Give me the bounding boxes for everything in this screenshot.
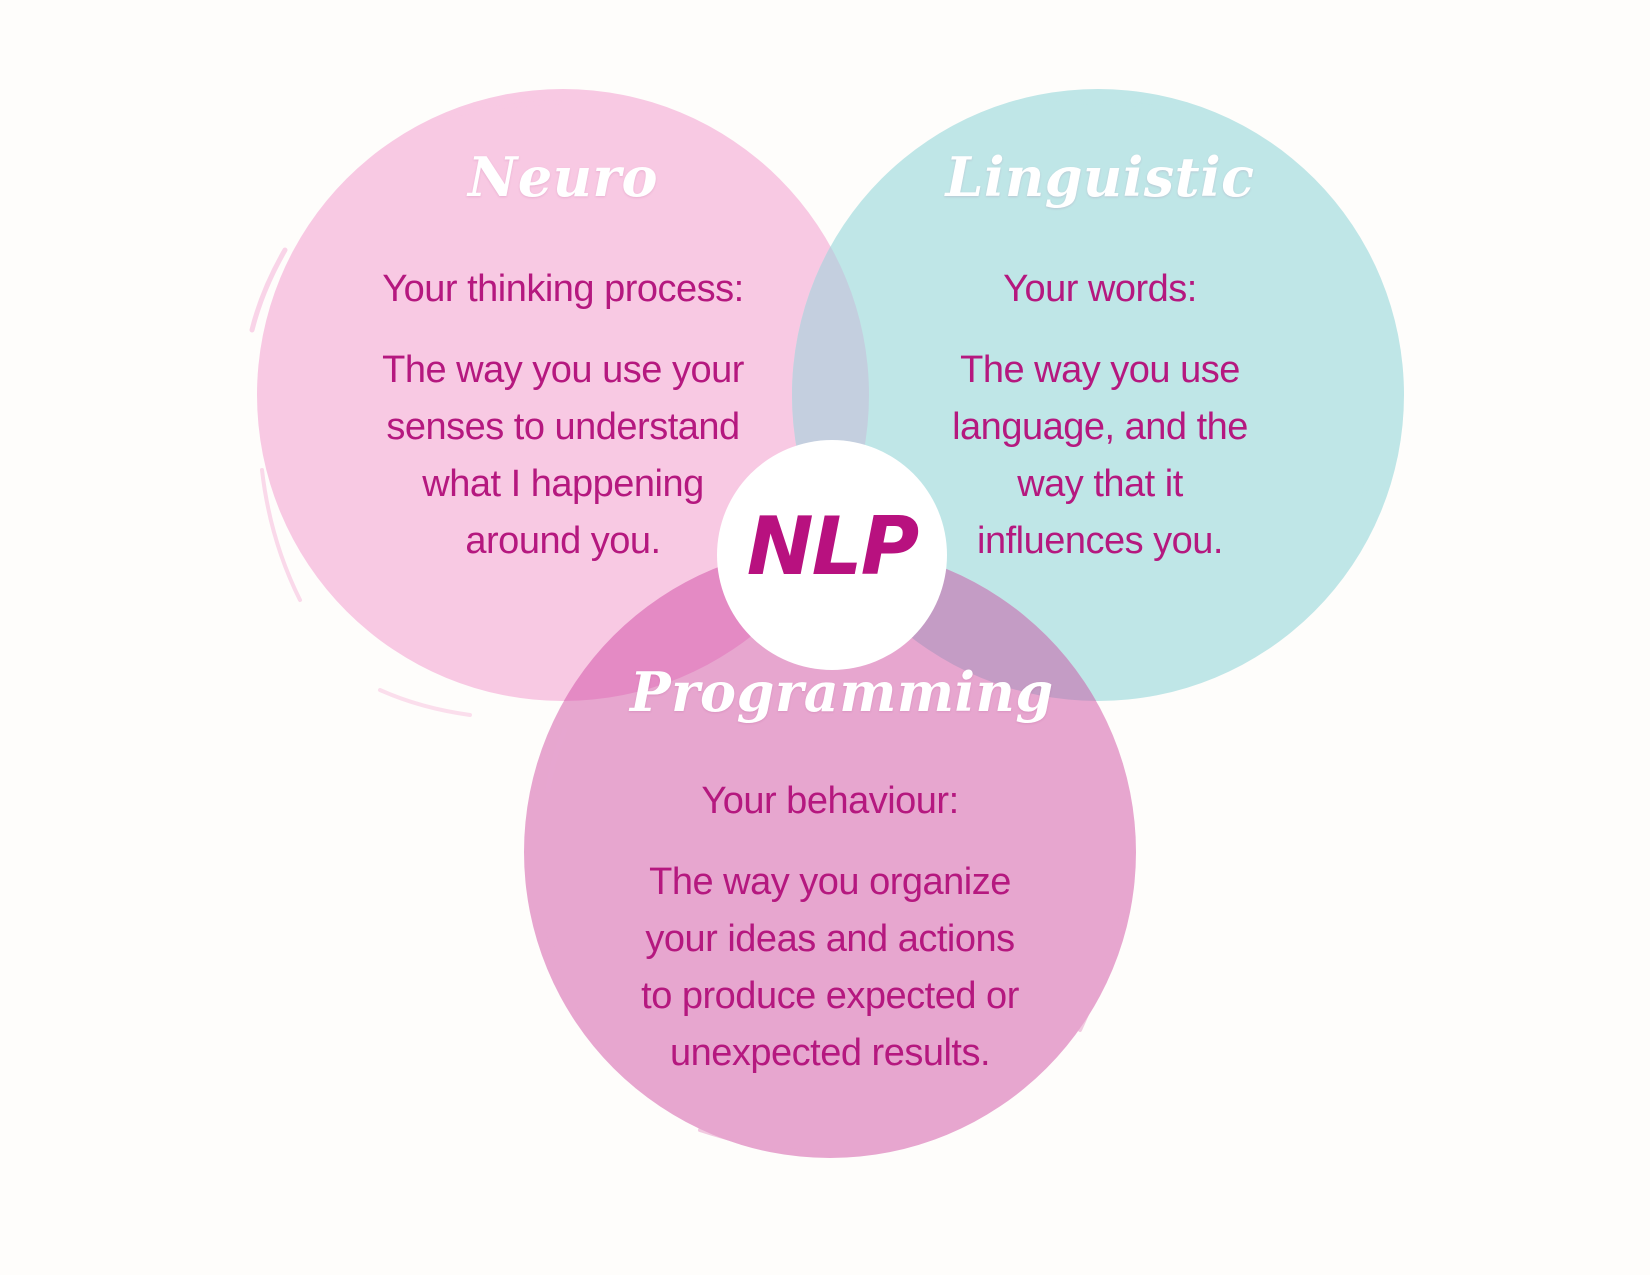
brush-strokes (249, 100, 1372, 1154)
programming-circle (524, 546, 1136, 1158)
nlp-center-circle (717, 440, 947, 670)
neuro-circle (257, 89, 869, 701)
